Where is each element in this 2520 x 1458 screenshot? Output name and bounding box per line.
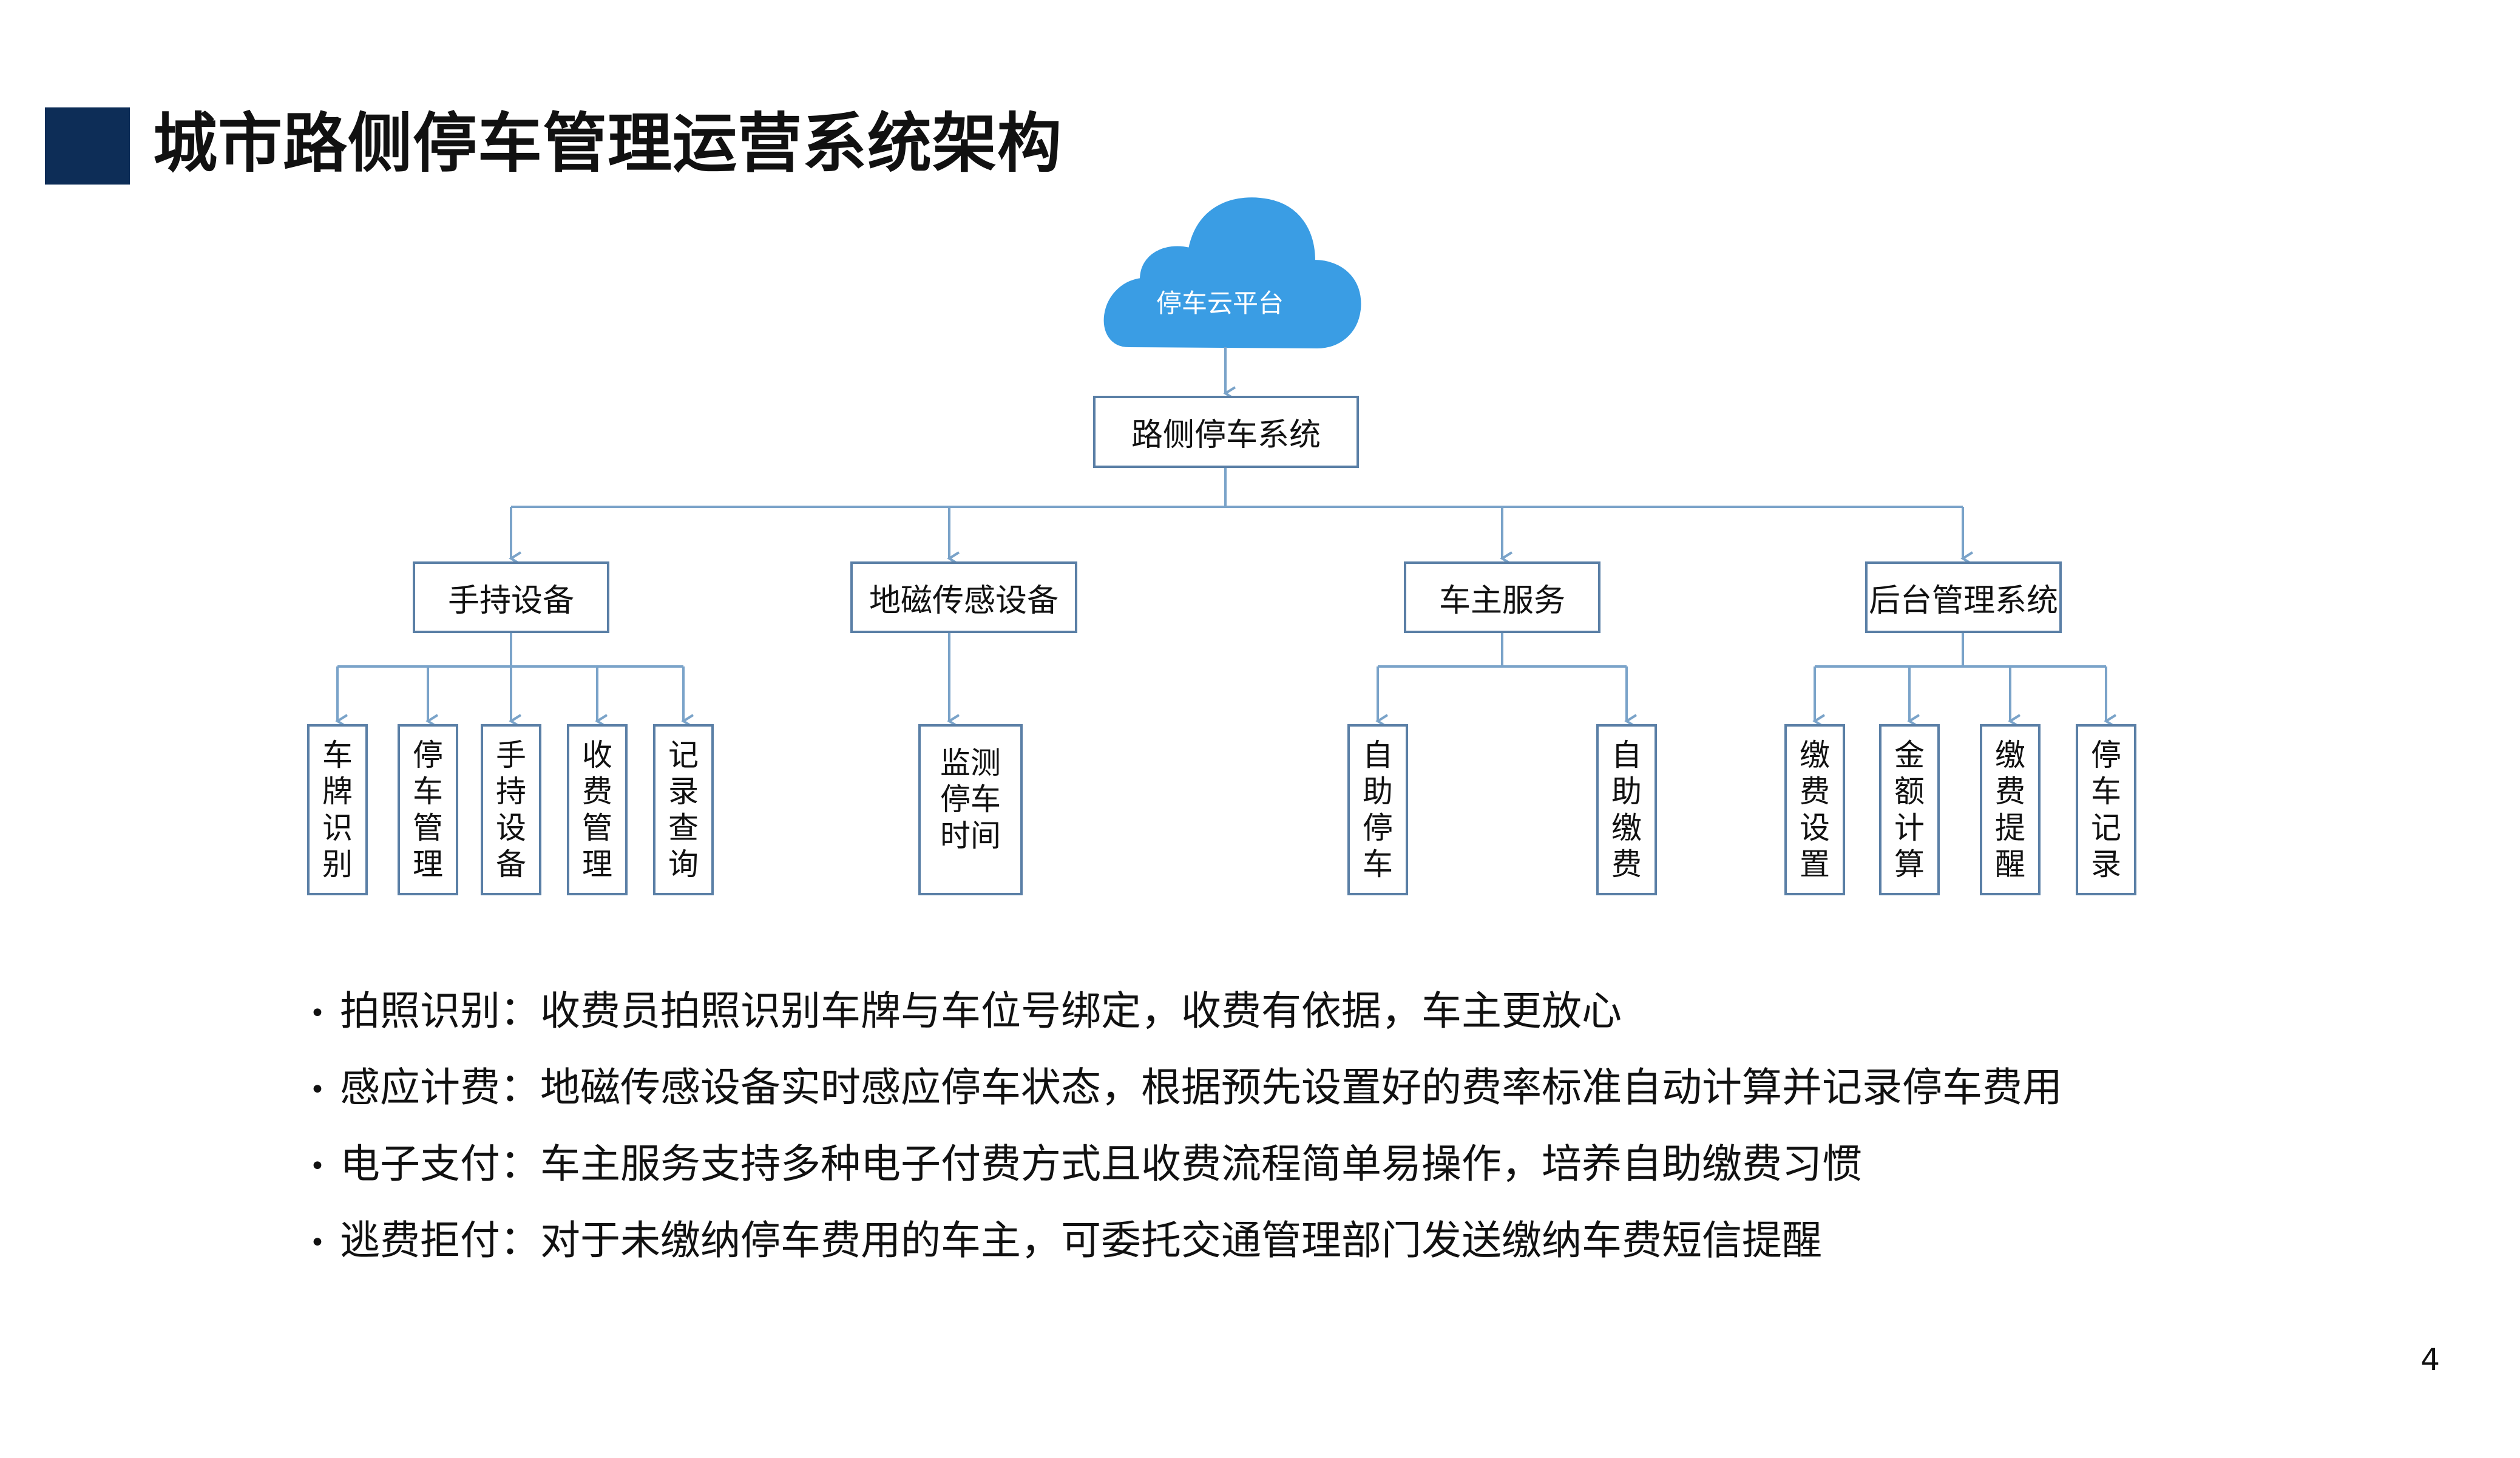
branch-node-geomagnetic: 地磁传感设备: [850, 561, 1077, 633]
feature-item: • 感应计费：地磁传感设备实时感应停车状态，根据预先设置好的费率标准自动计算并记录…: [310, 1049, 2373, 1126]
page-number: 4: [2420, 1342, 2440, 1377]
feature-text: 电子支付：车主服务支持多种电子付费方式且收费流程简单易操作，培养自助缴费习惯: [340, 1141, 1862, 1187]
feature-text: 感应计费：地磁传感设备实时感应停车状态，根据预先设置好的费率标准自动计算并记录停…: [340, 1064, 2062, 1111]
leaf-node: 停车记录: [2076, 724, 2136, 895]
feature-text: 逃费拒付：对于未缴纳停车费用的车主，可委托交通管理部门发送缴纳车费短信提醒: [340, 1217, 1822, 1264]
root-node: 路侧停车系统: [1093, 396, 1359, 468]
feature-item: • 拍照识别：收费员拍照识别车牌与车位号绑定，收费有依据，车主更放心: [310, 973, 2373, 1049]
branch-node-owner-service: 车主服务: [1404, 561, 1600, 633]
leaf-node: 停车管理: [398, 724, 458, 895]
feature-item: • 逃费拒付：对于未缴纳停车费用的车主，可委托交通管理部门发送缴纳车费短信提醒: [310, 1202, 2373, 1279]
page-title: 城市路侧停车管理运营系统架构: [153, 106, 1062, 181]
leaf-node: 手持设备: [481, 724, 541, 895]
feature-item: • 电子支付：车主服务支持多种电子付费方式且收费流程简单易操作，培养自助缴费习惯: [310, 1126, 2373, 1202]
cloud-icon: [1103, 197, 1361, 349]
leaf-node: 收费管理: [567, 724, 628, 895]
title-accent-bar: [45, 107, 130, 185]
leaf-node: 监测停车时间: [918, 724, 1023, 895]
leaf-node: 缴费提醒: [1980, 724, 2041, 895]
feature-text: 拍照识别：收费员拍照识别车牌与车位号绑定，收费有依据，车主更放心: [340, 988, 1622, 1034]
leaf-node: 金额计算: [1879, 724, 1940, 895]
feature-list: • 拍照识别：收费员拍照识别车牌与车位号绑定，收费有依据，车主更放心 • 感应计费：…: [310, 973, 2373, 1279]
leaf-node: 车牌识别: [307, 724, 368, 895]
leaf-node: 自助停车: [1347, 724, 1408, 895]
leaf-node: 记录查询: [653, 724, 714, 895]
branch-node-handheld: 手持设备: [413, 561, 609, 633]
bullet-icon: •: [310, 1150, 325, 1182]
leaf-node: 自助缴费: [1596, 724, 1657, 895]
branch-node-backend: 后台管理系统: [1865, 561, 2062, 633]
bullet-icon: •: [310, 1227, 325, 1258]
bullet-icon: •: [310, 1074, 325, 1105]
cloud-label: 停车云平台: [1156, 288, 1284, 318]
leaf-node: 缴费设置: [1784, 724, 1845, 895]
bullet-icon: •: [310, 997, 325, 1029]
